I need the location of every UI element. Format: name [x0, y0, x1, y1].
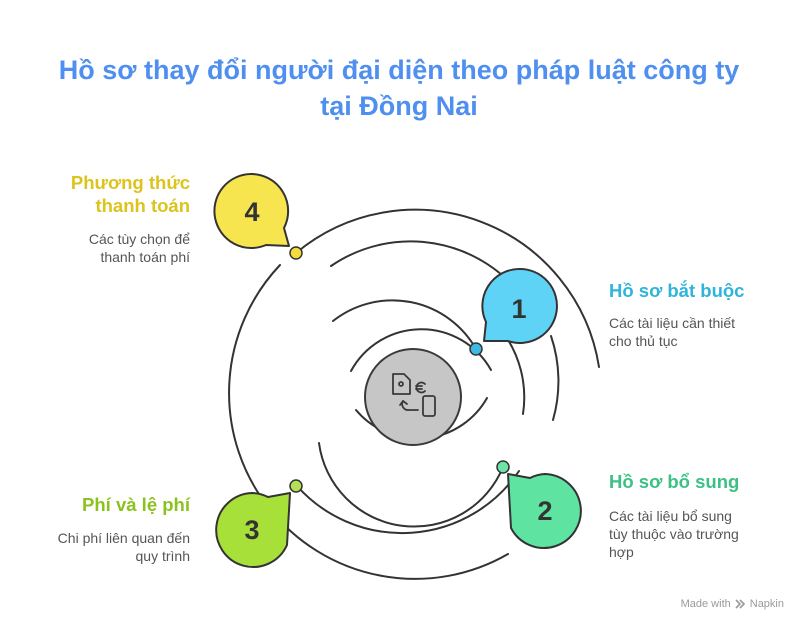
- item-4-label-line: thanh toán: [95, 195, 190, 216]
- item-4-label-line: Phương thức: [70, 172, 190, 193]
- orbit-rings: [228, 208, 600, 580]
- center-hub: [364, 348, 462, 446]
- badge-1: 1: [481, 267, 558, 344]
- badge-number-1: 1: [511, 294, 526, 324]
- item-4-desc-line: thanh toán phí: [100, 249, 190, 265]
- item-3-label: Phí và lệ phí: [82, 493, 190, 516]
- item-3-label-line: Phí và lệ phí: [82, 494, 190, 515]
- item-4-description: Các tùy chọn để thanh toán phí: [89, 230, 190, 266]
- title-line-2: tại Đồng Nai: [320, 91, 478, 121]
- orbit-ring-2: [296, 470, 520, 535]
- item-4-label: Phương thức thanh toán: [71, 171, 190, 217]
- orbit-ring-3: [332, 299, 477, 350]
- diagram-title: Hồ sơ thay đổi người đại diện theo pháp …: [0, 52, 798, 124]
- connector-dot-2: [496, 460, 510, 474]
- connector-dot-1: [469, 342, 483, 356]
- item-1-label: Hồ sơ bắt buộc: [609, 279, 744, 302]
- badge-2: 2: [507, 473, 582, 549]
- item-1-desc-line: cho thủ tục: [609, 333, 678, 349]
- napkin-logo-icon: [735, 599, 745, 609]
- orbit-ring-3: [318, 442, 504, 528]
- footer-made-with: Made with: [680, 598, 731, 610]
- orbit-ring-2: [550, 335, 560, 421]
- title-line-1: Hồ sơ thay đổi người đại diện theo pháp …: [58, 55, 740, 85]
- item-2-label: Hồ sơ bổ sung: [609, 470, 739, 493]
- document-currency-exchange-icon: [392, 373, 436, 417]
- badge-3: 3: [215, 492, 291, 568]
- item-2-desc-line: Các tài liệu bổ sung: [609, 508, 732, 524]
- item-4-desc-line: Các tùy chọn để: [88, 231, 190, 247]
- item-1-label-line: Hồ sơ bắt buộc: [609, 280, 745, 301]
- connector-dot-3: [289, 479, 303, 493]
- footer-attribution: Made with Napkin: [681, 598, 784, 610]
- badge-4: 4: [213, 172, 290, 249]
- item-1-desc-line: Các tài liệu cần thiết: [609, 315, 736, 331]
- item-2-desc-line: hợp: [609, 544, 634, 560]
- badge-number-2: 2: [537, 496, 552, 526]
- item-3-desc-line: quy trình: [135, 548, 190, 564]
- connector-dot-4: [289, 246, 303, 260]
- item-3-description: Chi phí liên quan đến quy trình: [58, 529, 190, 565]
- badge-number-3: 3: [244, 515, 259, 545]
- footer-brand: Napkin: [749, 598, 784, 610]
- item-3-desc-line: Chi phí liên quan đến: [57, 530, 190, 546]
- item-2-label-line: Hồ sơ bổ sung: [609, 471, 740, 492]
- item-2-description: Các tài liệu bổ sung tùy thuộc vào trườn…: [609, 507, 739, 561]
- item-2-desc-line: tùy thuộc vào trường: [609, 526, 739, 542]
- item-1-description: Các tài liệu cần thiết cho thủ tục: [609, 314, 735, 350]
- orbit-ring-outer: [295, 208, 600, 368]
- badge-number-4: 4: [244, 197, 259, 227]
